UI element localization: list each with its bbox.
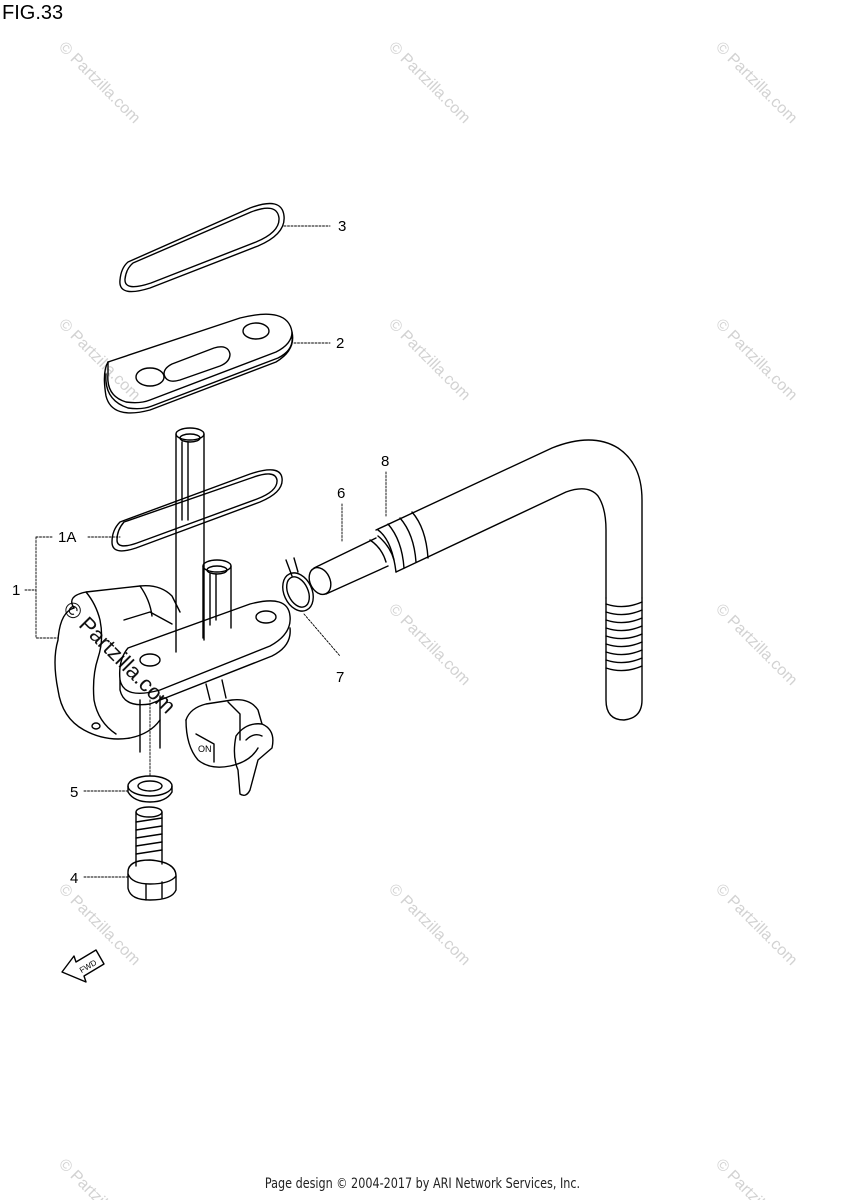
fuel-cock-part: ON — [54, 427, 291, 797]
svg-text:ON: ON — [198, 744, 212, 754]
watermark-text: © Partzilla.com — [55, 316, 143, 404]
hose-part — [308, 535, 395, 596]
leader-lines — [24, 225, 387, 878]
figure-label: FIG.33 — [2, 2, 64, 24]
o-ring-part — [111, 469, 283, 552]
callout-2: 2 — [336, 335, 344, 352]
watermark-layer: © Partzilla.com © Partzilla.com © Partzi… — [55, 39, 800, 1200]
leader-line-1 — [35, 536, 59, 639]
callout-1a: 1A — [58, 529, 76, 546]
bolt-part — [127, 806, 177, 901]
fuel-hose-part — [375, 439, 643, 721]
callout-7: 7 — [336, 669, 344, 686]
callout-3: 3 — [338, 218, 346, 235]
watermark-text: © Partzilla.com — [385, 39, 473, 127]
footer-credit: Page design © 2004-2017 by ARI Network S… — [264, 1176, 581, 1192]
gasket-plate-part — [103, 313, 294, 414]
watermark-text: © Partzilla.com — [55, 39, 143, 127]
washer-part — [127, 775, 173, 803]
gasket-ring-part — [119, 202, 285, 293]
watermark-text: © Partzilla.com — [712, 316, 800, 404]
callout-6: 6 — [337, 485, 345, 502]
leader-line-7 — [303, 613, 341, 657]
callout-1: 1 — [12, 582, 20, 599]
watermark-text: © Partzilla.com — [712, 601, 800, 689]
watermark-text: © Partzilla.com — [385, 881, 473, 969]
hose-clip-part — [282, 557, 314, 612]
callout-4: 4 — [70, 870, 78, 887]
watermark-text: © Partzilla.com — [385, 316, 473, 404]
watermark-text: © Partzilla.com — [712, 881, 800, 969]
callout-5: 5 — [70, 784, 78, 801]
watermark-text: © Partzilla.com — [385, 601, 473, 689]
callout-8: 8 — [381, 453, 389, 470]
watermark-large-text: © Partzilla.com — [58, 596, 181, 719]
fwd-arrow-icon — [61, 949, 105, 983]
watermark-text: © Partzilla.com — [712, 39, 800, 127]
callout-labels: 3 2 1A 1 5 4 6 8 7 — [12, 218, 389, 887]
